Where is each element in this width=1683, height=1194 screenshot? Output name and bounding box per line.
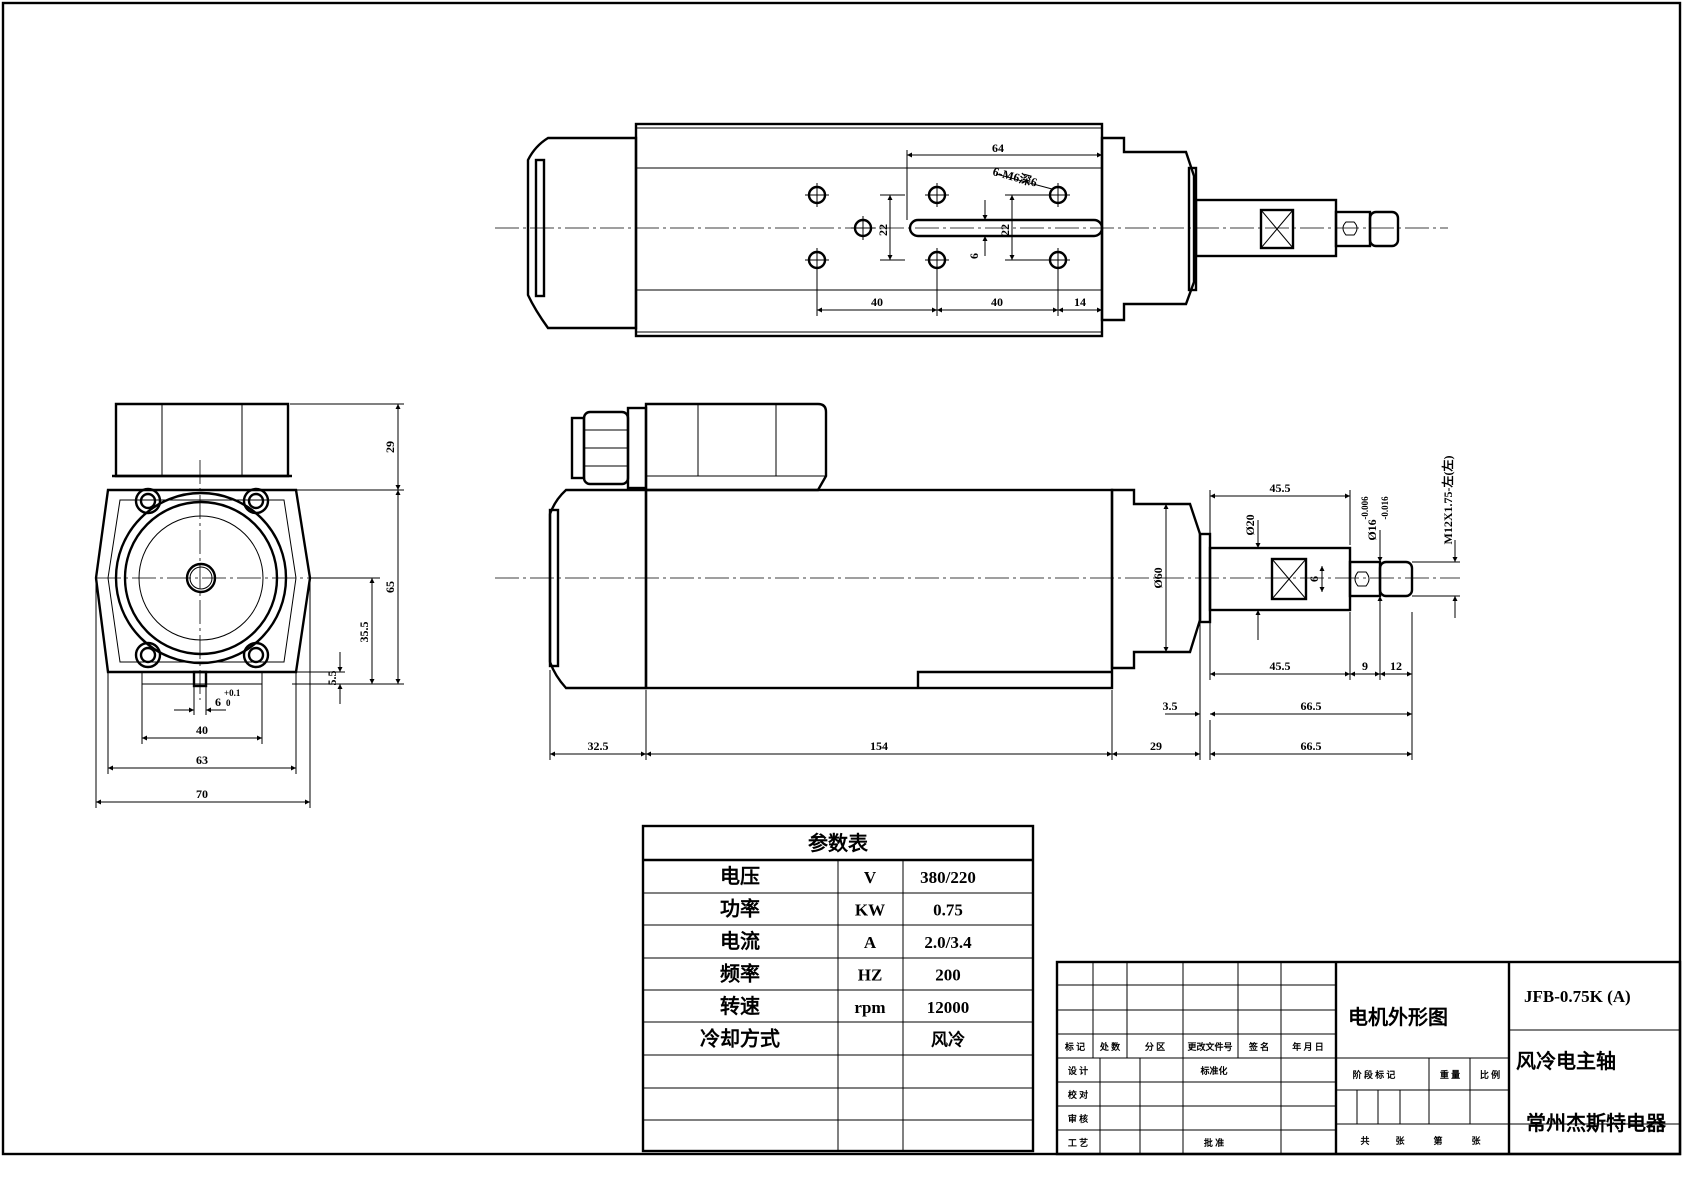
company-name: 常州杰斯特电器 [1526,1111,1667,1135]
tb-header-2: 分 区 [1145,1041,1165,1052]
param-value-3: 200 [935,966,961,985]
dim-5-5: 5.5 [325,671,339,686]
tb-scale-label: 比 例 [1480,1069,1500,1080]
tb-role-review: 审 核 [1068,1113,1088,1124]
dim-29: 29 [383,441,397,453]
side-view: 45.5 Ø20 Ø16 -0.006 -0.016 M12X1.75-左(左)… [495,402,1460,760]
dim-hole-spec: 6-M6深6 [991,163,1039,189]
param-name-0: 电压 [720,865,760,888]
tb-role-design: 设 计 [1068,1065,1088,1076]
product-name: 风冷电主轴 [1516,1049,1616,1073]
tb-header-4: 签 名 [1248,1041,1269,1052]
param-name-2: 电流 [720,929,760,953]
tb-stage-label: 阶 段 标 记 [1353,1069,1396,1080]
dim-key-6: 6 [215,695,221,709]
drawing-name: 电机外形图 [1348,1005,1448,1029]
param-name-1: 功率 [720,897,760,921]
dim-40: 40 [196,723,208,737]
dim-66-5-a: 66.5 [1301,699,1322,713]
dim-key-tol-lower: 0 [226,698,231,708]
dim-3-5: 3.5 [1163,699,1178,713]
dim-d20: Ø20 [1243,514,1257,535]
tb-header-0: 标 记 [1064,1041,1085,1052]
param-name-5: 冷却方式 [700,1027,780,1051]
dim-70: 70 [196,787,208,801]
param-unit-0: V [864,868,877,887]
params-title: 参数表 [808,831,869,855]
dim-63: 63 [196,753,208,767]
dim-29-side: 29 [1150,739,1162,753]
param-value-2: 2.0/3.4 [924,933,972,952]
end-view: 29 65 35.5 5.5 6 +0.1 0 40 63 70 [94,402,404,808]
dim-45-5-bottom: 45.5 [1270,659,1291,673]
tb-weight-label: 重 量 [1440,1069,1460,1080]
param-unit-2: A [864,933,877,952]
dim-key-6-side: 6 [1307,576,1321,582]
params-table: 参数表 [641,824,1035,1153]
dim-22b: 22 [998,224,1012,236]
param-value-0: 380/220 [920,868,976,887]
tb-sheets-unit: 张 [1395,1135,1405,1146]
top-view: 64 6-M6深6 22 22 6 40 40 14 [495,122,1448,338]
dim-32-5: 32.5 [588,739,609,753]
tb-approve-label: 批 准 [1204,1137,1224,1148]
dim-14: 14 [1074,295,1086,309]
param-unit-1: KW [855,901,885,920]
dim-35-5: 35.5 [357,622,371,643]
tb-header-3: 更改文件号 [1187,1041,1232,1052]
tb-std-label: 标准化 [1199,1065,1227,1076]
tb-sheet-unit: 张 [1471,1135,1481,1146]
dim-key-tol-upper: +0.1 [224,688,241,698]
tb-role-check: 校 对 [1068,1089,1088,1100]
param-value-1: 0.75 [933,901,963,920]
dim-d16-tol-upper: -0.006 [1360,496,1370,520]
param-unit-4: rpm [854,998,885,1017]
sheet-border [1,1,1682,1156]
title-block: 电机外形图 JFB-0.75K (A) 风冷电主轴 常州杰斯特电器 标 记 处 … [1055,960,1682,1156]
params-rows: 电压 V 380/220 功率 KW 0.75 电流 A 2.0/3.4 频率 HZ 200 转速 rpm… [700,865,976,1051]
dim-65: 65 [383,581,397,593]
param-value-4: 12000 [927,998,970,1017]
dim-40b: 40 [991,295,1003,309]
model-number: JFB-0.75K (A) [1524,987,1631,1006]
param-value-5: 风冷 [931,1030,965,1050]
param-unit-3: HZ [858,966,883,985]
dim-45-5-top: 45.5 [1270,481,1291,495]
dim-40a: 40 [871,295,883,309]
tb-sheets-total: 共 [1360,1135,1369,1146]
dim-d16-tol-lower: -0.016 [1380,496,1390,520]
dim-d16: Ø16 [1365,519,1379,540]
param-name-4: 转速 [720,994,760,1018]
tb-header-5: 年 月 日 [1292,1041,1324,1052]
dim-9: 9 [1362,659,1368,673]
param-name-3: 频率 [720,962,760,986]
tb-role-process: 工 艺 [1068,1137,1088,1148]
dim-12: 12 [1390,659,1402,673]
dim-64: 64 [992,141,1004,155]
dim-66-5-b: 66.5 [1301,739,1322,753]
dim-22a: 22 [876,224,890,236]
dim-d60: Ø60 [1151,567,1165,588]
dim-154: 154 [870,739,888,753]
dim-thread: M12X1.75-左(左) [1440,456,1455,545]
dim-6-slot: 6 [967,253,981,259]
tb-sheet-no: 第 [1433,1135,1442,1146]
tb-header-1: 处 数 [1099,1041,1121,1052]
